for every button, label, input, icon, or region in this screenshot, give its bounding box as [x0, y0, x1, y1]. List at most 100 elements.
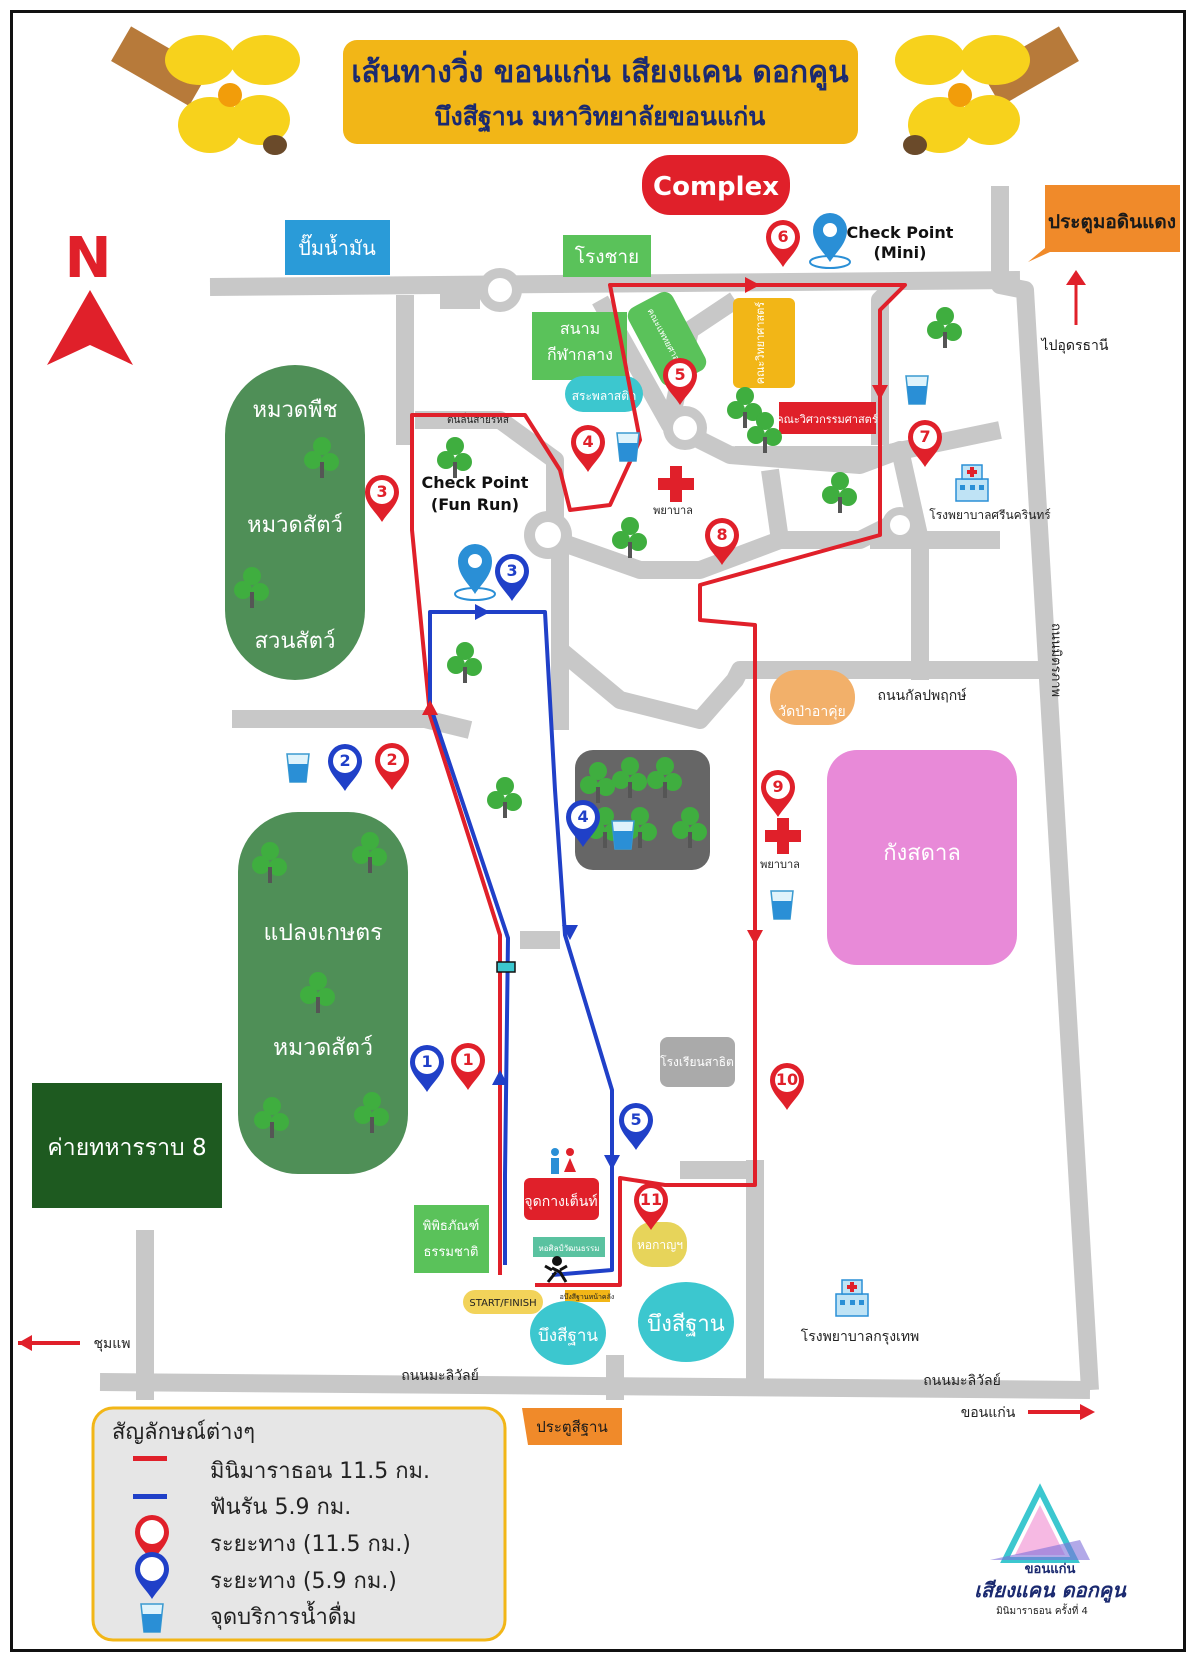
stadium-label-2: กีฬากลาง	[547, 345, 613, 364]
toilet-icon	[551, 1148, 576, 1174]
blue-marker-1: 1	[410, 1045, 444, 1092]
checkpoint-funrun: Check Point (Fun Run)	[422, 473, 529, 601]
legend-red-pin: ระยะทาง (11.5 กม.)	[210, 1532, 411, 1557]
map-title: เส้นทางวิ่ง ขอนแก่น เสียงแคน ดอกคูน บึงส…	[343, 40, 858, 144]
tent-point-label: จุดกางเต็นท์	[524, 1192, 597, 1210]
water-icon	[770, 890, 794, 920]
red-marker-4: 4	[571, 425, 605, 472]
svg-text:3: 3	[376, 482, 387, 501]
svg-text:4: 4	[577, 807, 588, 826]
checkpoint-fun-line2: (Fun Run)	[431, 495, 519, 514]
event-logo: ขอนแก่น เสียงแคน ดอกคูน มินิมาราธอน ครั้…	[974, 1483, 1127, 1617]
red-marker-6: 6	[766, 220, 800, 267]
demo-school-label: โรงเรียนสาธิต	[660, 1055, 734, 1069]
left-green-areas: หมวดพืช หมวดสัตว์ สวนสัตว์ แปลงเกษตร หมว…	[32, 365, 408, 1208]
plant-area-label: หมวดพืช	[252, 398, 337, 423]
theatre-label: โรงชาย	[575, 245, 639, 268]
srinagarind-label: โรงพยาบาลศรีนครินทร์	[929, 508, 1051, 522]
campus-buildings: สนาม กีฬากลาง คณะแพทยศาสตร์ คณะวิทยาศาสต…	[18, 291, 1095, 1445]
farm-label: แปลงเกษตร	[264, 920, 383, 946]
mini-marathon-route	[410, 283, 907, 1287]
complex-label: Complex	[653, 172, 779, 202]
svg-text:1: 1	[421, 1052, 432, 1071]
museum-label-2: ธรรมชาติ	[423, 1245, 478, 1260]
checkpoint-mini: Check Point (Mini)	[809, 213, 954, 269]
compass-letter: N	[65, 226, 112, 291]
svg-text:11: 11	[640, 1190, 662, 1209]
blue-marker-5: 5	[619, 1103, 653, 1150]
start-finish-label: START/FINISH	[469, 1298, 536, 1309]
svg-text:3: 3	[506, 561, 517, 580]
checkpoint-mini-line2: (Mini)	[874, 243, 927, 262]
blue-marker-4: 4	[566, 800, 600, 847]
red-marker-2: 2	[375, 743, 409, 790]
museum-label-1: พิพิธภัณฑ์	[423, 1218, 480, 1234]
roundabouts	[478, 268, 918, 559]
temple-label: วัดป่าอาคุ่ย	[778, 704, 846, 720]
water-icon	[616, 432, 640, 462]
red-marker-1: 1	[451, 1043, 485, 1090]
svg-text:10: 10	[776, 1070, 798, 1089]
khonkaen-label: ขอนแก่น	[961, 1405, 1016, 1421]
kanlapaphruek-road-label: ถนนกัลปพฤกษ์	[878, 687, 967, 704]
legend-blue-pin: ระยะทาง (5.9 กม.)	[210, 1569, 397, 1594]
svg-text:5: 5	[630, 1110, 641, 1129]
art-center-label: หอศิลป์วัฒนธรรม	[538, 1243, 599, 1253]
red-marker-3: 3	[365, 475, 399, 522]
distance-markers-mini: 1 2 3 4 5 6 7 8 9 10 11	[365, 220, 942, 1230]
red-marker-7: 7	[908, 420, 942, 467]
svg-text:6: 6	[777, 227, 788, 246]
svg-text:5: 5	[674, 365, 685, 384]
red-marker-9: 9	[761, 770, 795, 817]
logo-text-2: เสียงแคน ดอกคูน	[974, 1578, 1127, 1603]
red-marker-8: 8	[705, 518, 739, 565]
map-frame	[10, 10, 1186, 1652]
title-line2: บึงสีฐาน มหาวิทยาลัยขอนแก่น	[435, 102, 766, 133]
pool-label: สระพลาสติก	[572, 389, 637, 403]
legend-fun-route: ฟันรัน 5.9 กม.	[210, 1495, 351, 1520]
gas-station-label: ปั๊มน้ำมัน	[298, 233, 376, 260]
north-arrow: N	[47, 226, 133, 365]
runner-icon	[544, 1256, 568, 1283]
chumphae-label: ชุมแพ	[94, 1336, 131, 1352]
svg-text:9: 9	[772, 777, 783, 796]
blue-marker-2: 2	[328, 744, 362, 791]
svg-text:8: 8	[716, 525, 727, 544]
bueng-label-1: บึงสีฐาน	[538, 1326, 598, 1346]
gate-sithan-label: ประตูสีฐาน	[536, 1418, 607, 1436]
mittraphap-road-label: ถนนมิตรภาพ	[1048, 623, 1063, 697]
checkpoint-mini-line1: Check Point	[847, 223, 954, 242]
svg-text:2: 2	[386, 750, 397, 769]
logo-text-3: มินิมาราธอน ครั้งที่ 4	[996, 1603, 1088, 1617]
water-icon	[611, 820, 635, 850]
legend-mini-route: มินิมาราธอน 11.5 กม.	[210, 1459, 430, 1484]
to-udon-label: ไปอุดรธานี	[1041, 337, 1109, 354]
army-camp-label: ค่ายทหารราบ 8	[47, 1135, 206, 1161]
bangkok-hospital-label: โรงพยาบาลกรุงเทพ	[801, 1328, 920, 1345]
blue-marker-3: 3	[495, 554, 529, 601]
science-fac-label: คณะวิทยาศาสตร์	[754, 302, 767, 385]
svg-text:4: 4	[582, 432, 593, 451]
sub-label: อบึงสีฐานหน้าคลัง	[560, 1292, 615, 1301]
legend-water-icon	[140, 1603, 164, 1633]
legend: สัญลักษณ์ต่างๆ มินิมาราธอน 11.5 กม. ฟันร…	[91, 1406, 507, 1642]
gate-dindaeng-label: ประตูมอดินแดง	[1048, 211, 1176, 234]
fun-run-route	[428, 610, 614, 1277]
top-labels: Complex ประตูมอดินแดง ไปอุดรธานี ปั๊มน้ำ…	[285, 155, 1180, 354]
engineering-fac-label: คณะวิศวกรรมศาสตร์	[776, 413, 878, 426]
red-marker-10: 10	[770, 1063, 804, 1110]
svg-text:2: 2	[339, 751, 350, 770]
nursing-label-2: พยาบาล	[760, 858, 800, 871]
zoo-label: สวนสัตว์	[255, 629, 336, 654]
animal-area2-label: หมวดสัตว์	[273, 1034, 373, 1061]
distance-markers-funrun: 1 2 3 4 5	[328, 554, 653, 1150]
hall-label: หอกาญฯ	[637, 1238, 683, 1252]
kangsadan-label: กังสดาล	[883, 841, 961, 866]
route-arrows	[422, 277, 888, 1170]
decorative-flowers	[111, 26, 1079, 155]
bridge-icon	[496, 961, 516, 973]
water-icon	[286, 753, 310, 783]
nursing-label-1: พยาบาล	[653, 504, 693, 517]
